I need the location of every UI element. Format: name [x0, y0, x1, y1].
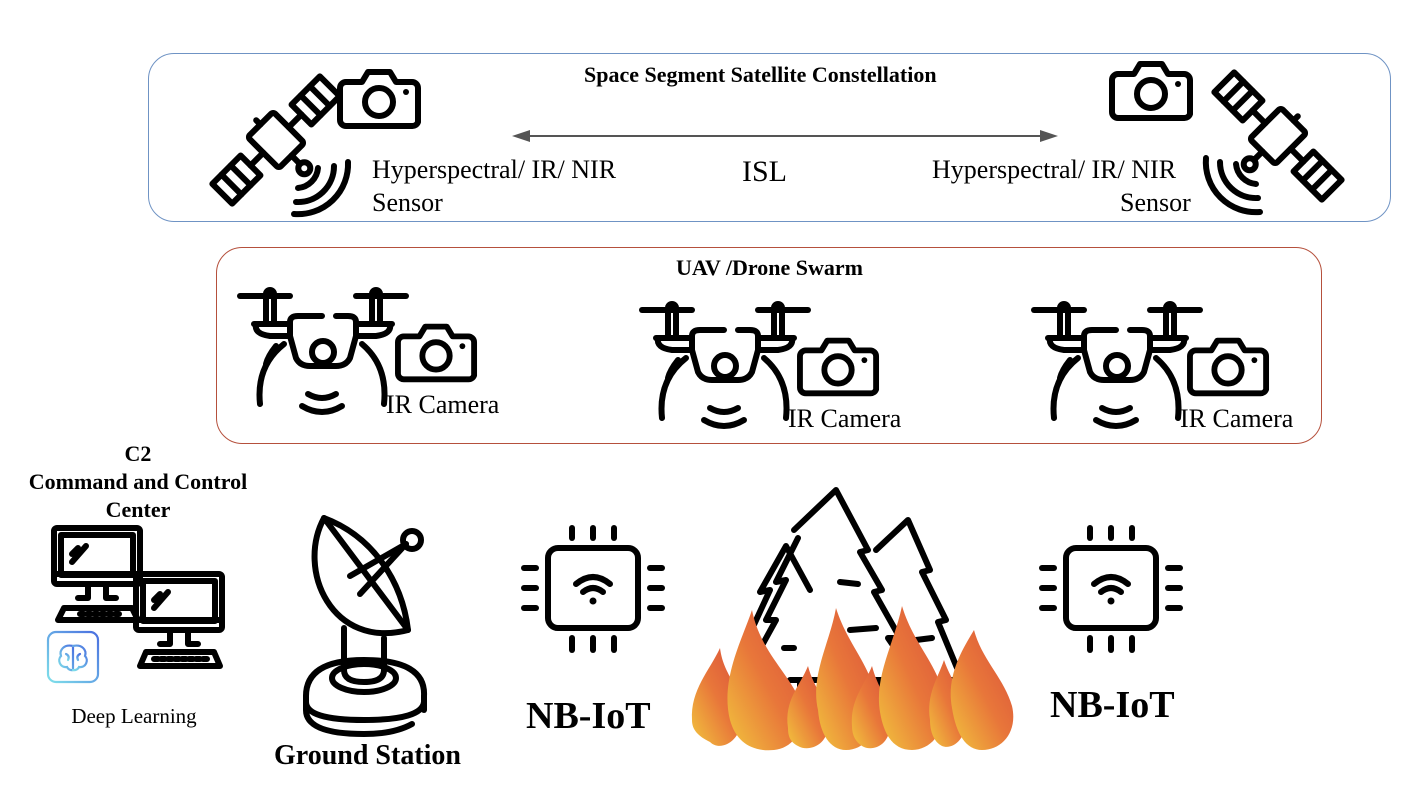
uav-segment-box	[216, 247, 1322, 444]
nb-iot-label-right: NB-IoT	[1050, 684, 1175, 726]
signal-waves-icon-right	[1202, 155, 1263, 216]
c2-subtitle-line1: Command and Control	[28, 469, 248, 494]
camera-icon-drone-1	[395, 323, 478, 383]
iot-chip-icon-left	[521, 525, 665, 653]
deep-learning-label: Deep Learning	[71, 704, 197, 728]
signal-waves-icon-left	[291, 159, 352, 218]
c2-title: C2	[124, 441, 152, 466]
drone-icon-2	[639, 301, 811, 429]
space-segment-box	[148, 53, 1391, 222]
left-sensor-label-line1: Hyperspectral/ IR/ NIR	[372, 155, 617, 184]
satellite-icon-left	[209, 73, 343, 207]
left-sensor-label-line2: Sensor	[372, 188, 443, 217]
ground-station-label: Ground Station	[274, 740, 461, 771]
drone-1-camera-label: IR Camera	[386, 390, 500, 419]
satellite-icon-right	[1211, 69, 1345, 203]
camera-icon-space-right	[1109, 61, 1193, 121]
forest-fire-icon	[691, 487, 1014, 751]
satellite-dish-icon	[303, 515, 428, 737]
right-sensor-label-line2: Sensor	[1120, 188, 1191, 217]
space-segment-title: Space Segment Satellite Constellation	[584, 62, 937, 87]
nb-iot-label-left: NB-IoT	[526, 695, 651, 737]
camera-icon-space-left	[337, 69, 421, 129]
isl-label: ISL	[742, 155, 787, 188]
camera-icon-drone-2	[797, 337, 880, 397]
drone-icon-3	[1031, 301, 1203, 429]
camera-icon-drone-3	[1187, 337, 1270, 397]
uav-segment-title-text: UAV /Drone Swarm	[676, 255, 864, 280]
right-sensor-label-line1: Hyperspectral/ IR/ NIR	[932, 155, 1177, 184]
deep-learning-chip-icon	[32, 618, 114, 698]
iot-chip-icon-right	[1039, 525, 1183, 653]
isl-arrow	[512, 130, 1058, 142]
drone-2-camera-label: IR Camera	[788, 404, 902, 433]
drone-icon-1	[237, 287, 409, 415]
drone-3-camera-label: IR Camera	[1180, 404, 1294, 433]
computer-workstations-icon	[51, 525, 225, 669]
c2-subtitle-line2: Center	[105, 497, 171, 522]
